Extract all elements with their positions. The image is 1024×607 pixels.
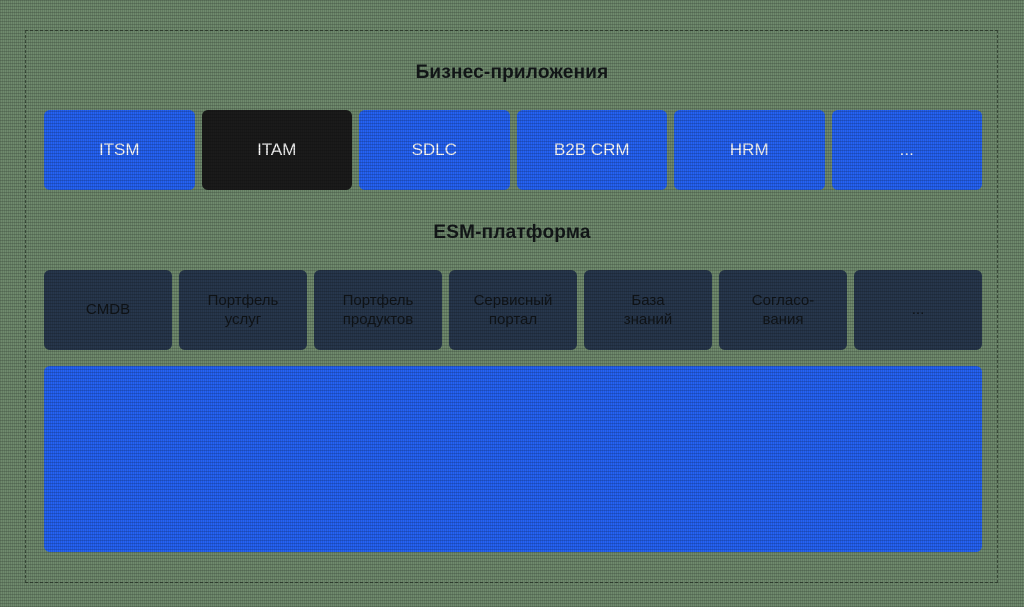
app-card-itsm[interactable]: ITSM: [44, 110, 195, 190]
module-card-knowledge-base[interactable]: База знаний: [584, 270, 712, 350]
module-card-more-label: ...: [911, 301, 925, 319]
app-card-itam[interactable]: ITAM: [201, 110, 352, 190]
app-card-sdlc[interactable]: SDLC: [359, 110, 510, 190]
module-card-product-portfolio[interactable]: Портфель продуктов: [314, 270, 442, 350]
app-card-itam-label: ITAM: [257, 140, 297, 160]
module-card-approvals[interactable]: Согласо- вания: [719, 270, 847, 350]
module-card-product-portfolio-label: Портфель продуктов: [342, 291, 414, 328]
section-title-business-apps: Бизнес-приложения: [415, 62, 609, 83]
app-card-b2b-crm[interactable]: B2B CRM: [516, 110, 667, 190]
module-card-service-portal[interactable]: Сервисный портал: [449, 270, 577, 350]
module-card-cmdb-label: CMDB: [85, 301, 131, 319]
module-card-service-portfolio[interactable]: Портфель услуг: [179, 270, 307, 350]
diagram-outer-frame: [25, 30, 998, 583]
app-card-hrm[interactable]: HRM: [674, 110, 825, 190]
module-card-cmdb[interactable]: CMDB: [44, 270, 172, 350]
app-card-itsm-label: ITSM: [98, 140, 140, 160]
module-card-knowledge-base-label: База знаний: [623, 291, 673, 328]
app-card-hrm-label: HRM: [729, 140, 769, 160]
app-card-b2b-crm-label: B2B CRM: [553, 140, 630, 160]
infrastructure-block[interactable]: [44, 366, 982, 552]
app-card-more[interactable]: ...: [831, 110, 982, 190]
module-card-service-portal-label: Сервисный портал: [473, 291, 553, 328]
module-card-service-portfolio-label: Портфель услуг: [207, 291, 279, 328]
section-title-esm-platform: ESM-платформа: [433, 222, 591, 243]
business-apps-row: ITSM ITAM SDLC B2B CRM HRM ...: [44, 110, 982, 190]
module-card-more[interactable]: ...: [854, 270, 982, 350]
module-card-approvals-label: Согласо- вания: [751, 291, 815, 328]
app-card-sdlc-label: SDLC: [411, 140, 457, 160]
platform-modules-row: CMDB Портфель услуг Портфель продуктов С…: [44, 270, 982, 350]
app-card-more-label: ...: [899, 140, 914, 160]
